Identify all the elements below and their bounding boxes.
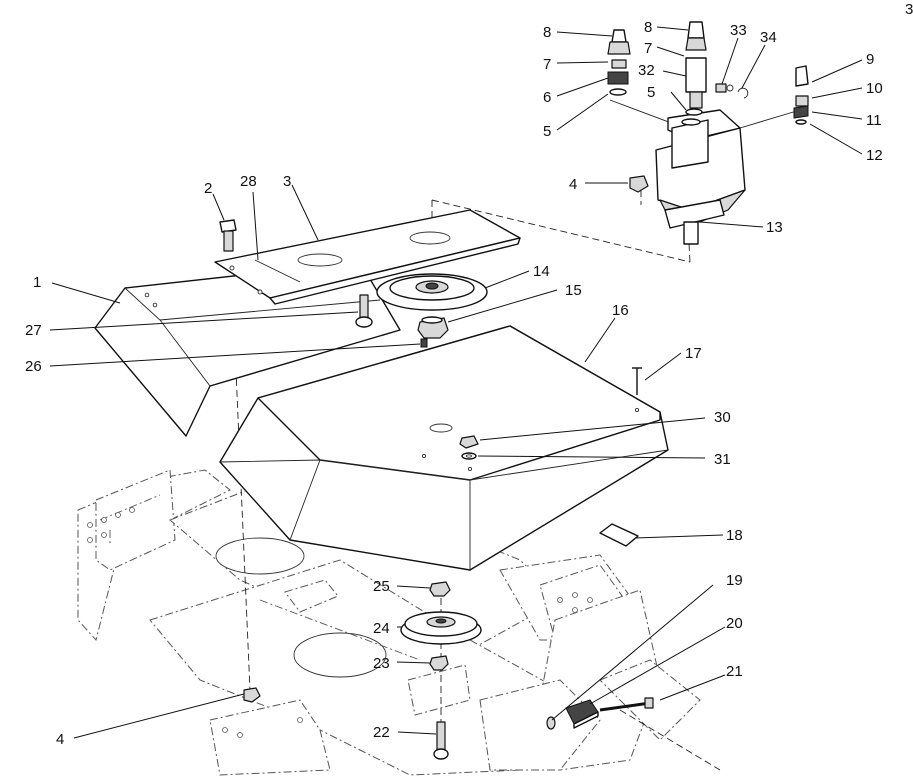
fitting-stack-center xyxy=(685,21,707,116)
mounting-plate xyxy=(214,209,521,305)
nut-30 xyxy=(459,435,479,449)
clip-19 xyxy=(546,716,556,730)
callout-13: 13 xyxy=(766,219,783,236)
callout-8: 8 xyxy=(543,24,551,41)
plate-18 xyxy=(599,523,639,547)
fitting-stack-left xyxy=(607,29,631,96)
callout-30: 30 xyxy=(714,409,731,426)
callout-2: 2 xyxy=(204,180,212,197)
left-shroud xyxy=(94,261,401,437)
screw-17 xyxy=(632,367,642,395)
clip-34 xyxy=(737,87,749,99)
callout-15: 15 xyxy=(565,282,582,299)
callout-21: 21 xyxy=(726,663,743,680)
nut-4-pump xyxy=(629,175,649,193)
callout-22: 22 xyxy=(373,724,390,741)
callout-20: 20 xyxy=(726,615,743,632)
regulator-20 xyxy=(565,699,599,729)
nut-25 xyxy=(429,581,451,597)
callout-32: 32 xyxy=(638,62,655,79)
callout-23: 23 xyxy=(373,655,390,672)
callout-19: 19 xyxy=(726,572,743,589)
callout-12: 12 xyxy=(866,147,883,164)
callout-8: 8 xyxy=(644,19,652,36)
callout-7: 7 xyxy=(644,40,652,57)
hydraulic-pump xyxy=(655,109,746,245)
callout-31: 31 xyxy=(714,451,731,468)
bolt-2 xyxy=(219,219,237,252)
pulley-24 xyxy=(400,611,482,645)
callout-34: 34 xyxy=(760,29,777,46)
callout-4: 4 xyxy=(569,176,577,193)
nut-4-lower xyxy=(243,687,261,703)
nut-15 xyxy=(417,316,449,339)
callout-27: 27 xyxy=(25,322,42,339)
callout-6: 6 xyxy=(543,89,551,106)
key-26 xyxy=(420,338,428,348)
bolt-27 xyxy=(355,294,373,328)
leader-lines xyxy=(49,26,863,739)
callout-7: 7 xyxy=(543,56,551,73)
callout-9: 9 xyxy=(866,51,874,68)
callout-3: 3 xyxy=(283,173,291,190)
callout-26: 26 xyxy=(25,358,42,375)
washer-31 xyxy=(461,452,477,460)
callout-1: 1 xyxy=(33,274,41,291)
callout-5: 5 xyxy=(647,84,655,101)
callout-17: 17 xyxy=(685,345,702,362)
callout-4: 4 xyxy=(56,731,64,748)
valve-33 xyxy=(715,83,734,93)
upper-pulley xyxy=(376,273,488,311)
bolt-22 xyxy=(433,721,449,760)
callout-11: 11 xyxy=(866,112,882,129)
bolt-21 xyxy=(599,697,654,712)
callouts: 3 1 2 3 4 4 5 5 6 7 7 8 8 9 10 11 12 13 … xyxy=(25,1,913,748)
callout-33: 33 xyxy=(730,22,747,39)
page-number: 3 xyxy=(905,1,913,18)
callout-28: 28 xyxy=(240,173,257,190)
callout-10: 10 xyxy=(866,80,883,97)
bushing-23 xyxy=(429,655,449,671)
fitting-stack-right xyxy=(793,65,809,125)
callout-24: 24 xyxy=(373,620,390,637)
callout-14: 14 xyxy=(533,263,550,280)
callout-16: 16 xyxy=(612,302,629,319)
main-cover xyxy=(219,325,669,571)
chassis-frame xyxy=(77,469,701,776)
callout-5: 5 xyxy=(543,123,551,140)
callout-25: 25 xyxy=(373,578,390,595)
callout-18: 18 xyxy=(726,527,743,544)
